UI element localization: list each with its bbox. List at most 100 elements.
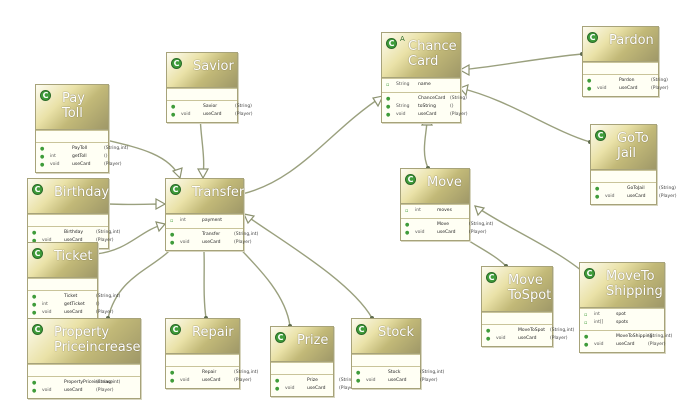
method-row[interactable]: ●Stock(String,int)	[352, 369, 444, 377]
field-name: moves	[437, 208, 452, 213]
visibility-icon: ●	[40, 146, 45, 152]
class-repair[interactable]: Repair●Repair(String,int)●voiduseCard(Pl…	[165, 318, 258, 389]
edge-transfer-chancecard	[241, 95, 384, 195]
visibility-icon: ●	[32, 302, 37, 308]
class-movetospot[interactable]: Move ToSpot ●MoveToSpot(String,int)●voidu…	[481, 266, 574, 347]
class-icon	[587, 32, 598, 43]
method-row[interactable]: ●Move(String,int)	[401, 221, 493, 229]
fields-section	[271, 362, 333, 374]
method-row[interactable]: ●PropertyPriceincrease(String,int)	[28, 379, 140, 387]
class-header: Pardon	[583, 27, 658, 62]
class-pardon[interactable]: Pardon●Pardon(String)●voiduseCard(Player…	[582, 26, 669, 97]
class-movetoshipping[interactable]: MoveTo Shipping▫intspot▫int[]spots●MoveT…	[579, 262, 672, 353]
method-row[interactable]: ●MoveToSpot(String,int)	[482, 327, 574, 335]
class-stock[interactable]: Stock●Stock(String,int)●voiduseCard(Play…	[351, 318, 444, 389]
visibility-icon: ●	[486, 336, 491, 342]
class-title: Pay Toll	[62, 91, 85, 121]
method-row[interactable]: ●PayToll(String,int)	[36, 145, 128, 153]
class-birthday[interactable]: Birthday●Birthday(String,int)●voiduseCar…	[27, 178, 120, 249]
class-transfer[interactable]: Transfer▫intpayment●Transfer(String,int)…	[165, 178, 258, 251]
fields-section	[583, 62, 658, 74]
class-title: Move	[427, 175, 462, 190]
class-header: Ticket	[28, 243, 97, 278]
method-name: useCard	[64, 310, 83, 315]
arrowhead-birthday	[155, 197, 167, 211]
visibility-icon: ●	[386, 104, 391, 110]
class-property[interactable]: Property Priceincrease●PropertyPriceincr…	[27, 318, 141, 399]
method-params: (String,int)	[96, 230, 121, 235]
visibility-icon: ●	[32, 238, 37, 244]
method-params: (String,int)	[550, 328, 575, 333]
method-row[interactable]: ●Birthday(String,int)	[28, 229, 120, 237]
method-name: toString	[418, 104, 436, 109]
class-move[interactable]: Move▫intmoves●Move(String,int)●voiduseCa…	[400, 168, 493, 241]
method-row[interactable]: ●Ticket(String,int)	[28, 293, 120, 301]
class-header: Move ToSpot	[482, 267, 552, 312]
method-name: useCard	[388, 378, 407, 383]
visibility-icon: ●	[584, 342, 589, 348]
class-title: Pardon	[609, 33, 654, 48]
method-row[interactable]: ●Transfer(String,int)	[166, 231, 258, 239]
method-return-type: void	[605, 194, 615, 199]
class-prize[interactable]: Prize●Prize(String,int)●voiduseCard(Play…	[270, 326, 363, 397]
method-params: (String,int)	[420, 370, 445, 375]
visibility-icon: ●	[356, 370, 361, 376]
class-icon	[486, 272, 497, 283]
method-name: Savior	[203, 104, 218, 109]
method-row[interactable]: ●Pardon(String)	[583, 77, 668, 85]
method-params: (String)	[659, 186, 676, 191]
arrowhead-ticket	[155, 221, 167, 233]
method-row[interactable]: ●Repair(String,int)	[166, 369, 258, 377]
class-icon	[170, 184, 181, 195]
method-row[interactable]: ●ChanceCard(String)	[382, 95, 467, 103]
visibility-icon: ●	[32, 230, 37, 236]
method-row[interactable]: ●GoToJail(String)	[591, 185, 676, 193]
class-ticket[interactable]: Ticket ●Ticket(String,int)●intgetTicket()…	[27, 242, 120, 321]
class-gotojail[interactable]: GoTo Jail ●GoToJail(String)●voiduseCard(P…	[590, 124, 677, 205]
visibility-icon: ●	[386, 112, 391, 118]
method-row[interactable]: ●Prize(String,int)	[271, 377, 363, 385]
class-paytoll[interactable]: Pay Toll ●PayToll(String,int)●intgetToll(…	[35, 84, 128, 173]
fields-section	[28, 214, 108, 226]
visibility-icon: ●	[171, 112, 176, 118]
field-type: int	[415, 208, 421, 213]
method-row[interactable]: ●MoveToShipping(String,int)	[580, 333, 672, 341]
method-params: (Player)	[450, 112, 468, 117]
field-name: payment	[202, 218, 223, 223]
class-header: GoTo Jail	[591, 125, 656, 170]
method-name: Pardon	[619, 78, 635, 83]
class-savior[interactable]: Savior●Savior(String)●voiduseCard(Player…	[166, 52, 253, 123]
method-name: useCard	[64, 238, 83, 243]
method-return-type: void	[180, 378, 190, 383]
field-row[interactable]: ▫int[]spots	[580, 319, 664, 327]
fields-section	[166, 354, 239, 366]
method-row[interactable]: ●Savior(String)	[167, 103, 252, 111]
